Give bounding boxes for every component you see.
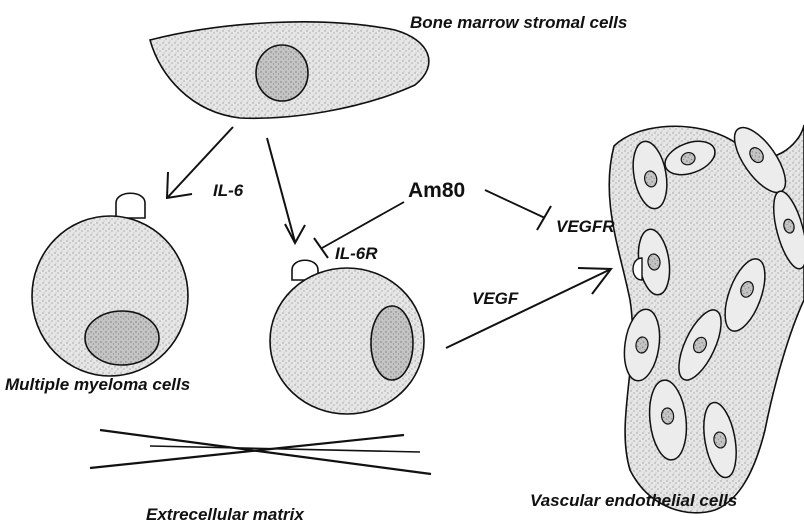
stromal-nucleus xyxy=(256,45,308,101)
label-am80: Am80 xyxy=(408,180,465,201)
stromal-cell xyxy=(150,22,429,118)
myeloma-nucleus-left xyxy=(85,311,159,365)
label-il6: IL-6 xyxy=(213,182,243,199)
label-multiple-myeloma-cells: Multiple myeloma cells xyxy=(5,376,190,393)
extracellular-matrix-fibers xyxy=(90,430,431,474)
label-extracellular-matrix: Extrecellular matrix xyxy=(146,506,304,523)
label-il6r: IL-6R xyxy=(335,245,378,262)
label-bone-marrow-stromal-cells: Bone marrow stromal cells xyxy=(410,14,627,31)
label-vascular-endothelial-cells: Vascular endothelial cells xyxy=(530,492,737,509)
label-vegf: VEGF xyxy=(472,290,518,307)
myeloma-cell-right xyxy=(270,260,424,414)
myeloma-nucleus-right xyxy=(371,306,413,380)
arrow-stromal-to-il6r-cell xyxy=(267,138,305,243)
arrow-vegf xyxy=(446,268,611,348)
myeloma-cell-left xyxy=(32,193,188,376)
blood-vessel xyxy=(609,120,804,513)
label-vegfr: VEGFR xyxy=(556,218,615,235)
inhibit-am80-vegfr xyxy=(485,190,551,230)
